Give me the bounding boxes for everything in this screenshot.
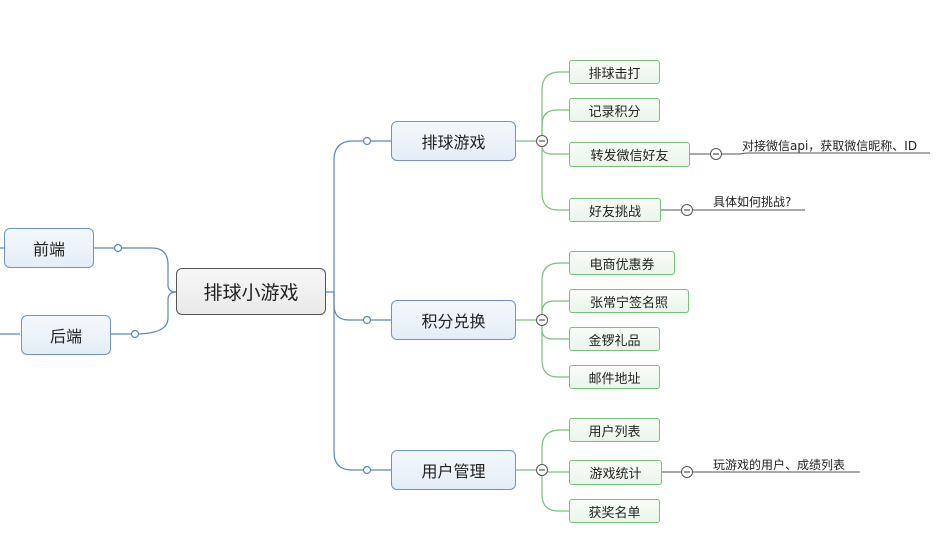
central-topic[interactable]: 排球小游戏 <box>176 268 326 315</box>
subtopic-share-wechat-friends[interactable]: 转发微信好友 <box>569 142 690 167</box>
left-branch-frontend[interactable]: 前端 <box>4 228 94 268</box>
collapse-dot[interactable] <box>362 136 372 146</box>
collapse-dot[interactable] <box>362 465 372 475</box>
note-user-score-list[interactable]: 玩游戏的用户、成绩列表 <box>713 458 846 472</box>
collapse-dot[interactable] <box>113 243 123 253</box>
subtopic-ecommerce-coupon[interactable]: 电商优惠券 <box>569 251 675 275</box>
branch-user-management[interactable]: 用户管理 <box>391 450 516 490</box>
subtopic-user-list[interactable]: 用户列表 <box>569 418 660 442</box>
subtopic-game-statistics[interactable]: 游戏统计 <box>569 460 662 485</box>
subtopic-volleyball-hit[interactable]: 排球击打 <box>569 60 660 84</box>
branch-volleyball-game[interactable]: 排球游戏 <box>391 121 516 161</box>
collapse-dot[interactable] <box>362 315 372 325</box>
subtopic-friend-challenge[interactable]: 好友挑战 <box>569 198 661 222</box>
note-wechat-api[interactable]: 对接微信api，获取微信昵称、ID <box>742 139 918 153</box>
note-challenge-question[interactable]: 具体如何挑战? <box>713 195 792 209</box>
left-branch-backend[interactable]: 后端 <box>21 315 111 355</box>
subtopic-mail-address[interactable]: 邮件地址 <box>569 365 660 389</box>
collapse-dot[interactable] <box>130 329 140 339</box>
subtopic-record-points[interactable]: 记录积分 <box>569 98 660 122</box>
subtopic-signed-photo[interactable]: 张常宁签名照 <box>569 289 689 313</box>
subtopic-jinluo-gift[interactable]: 金锣礼品 <box>569 327 660 351</box>
branch-points-exchange[interactable]: 积分兑换 <box>391 300 516 340</box>
subtopic-winner-list[interactable]: 获奖名单 <box>569 499 660 523</box>
